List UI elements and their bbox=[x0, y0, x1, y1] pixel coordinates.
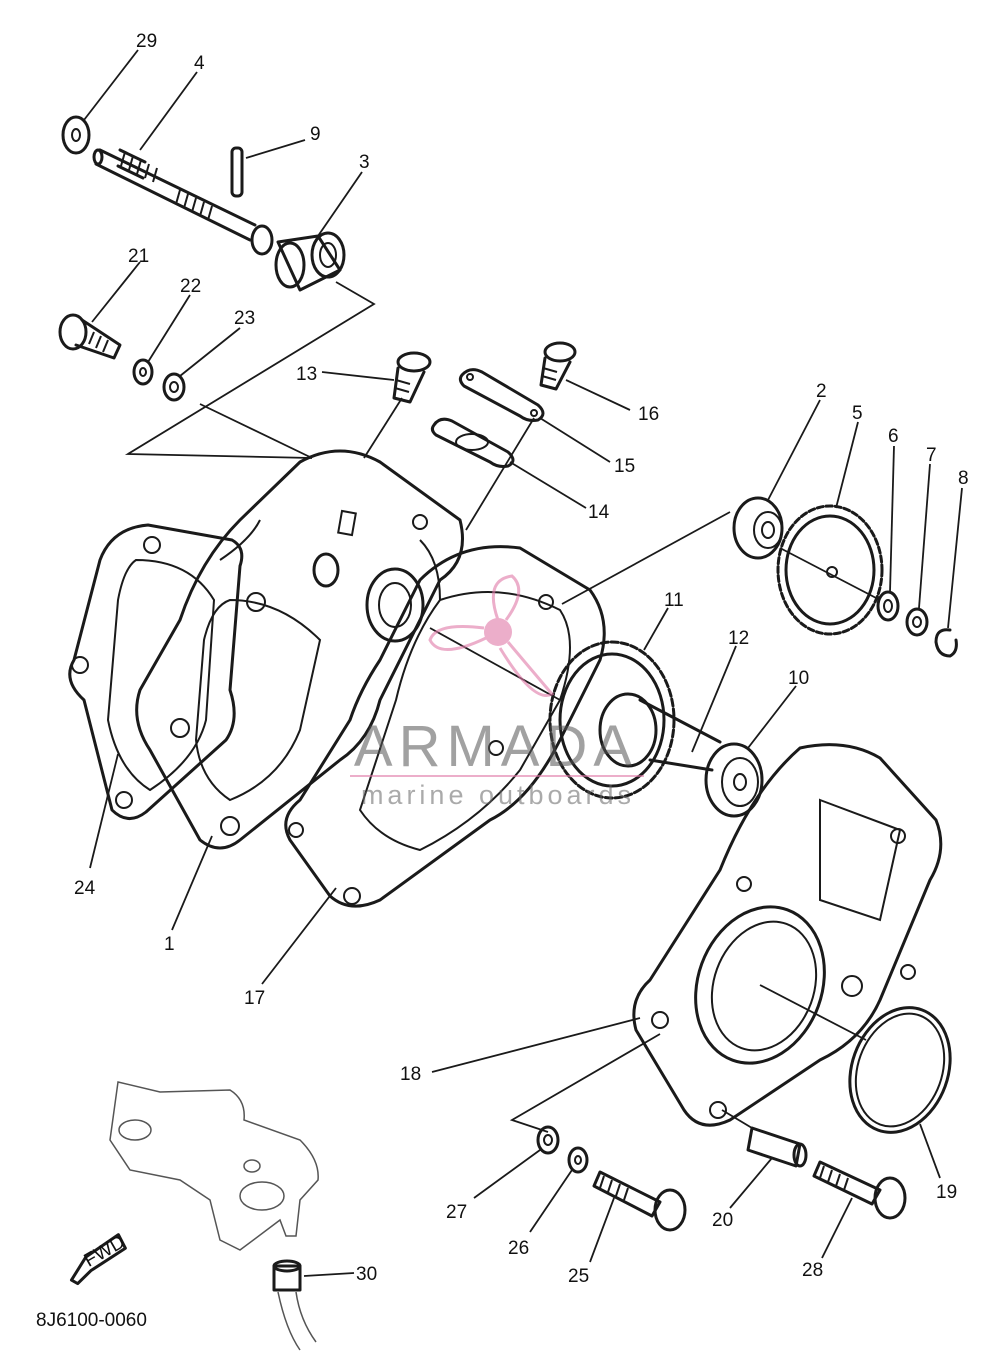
part-10-bearing bbox=[704, 742, 764, 818]
part-13-screw bbox=[392, 351, 432, 404]
part-7-washer bbox=[905, 607, 929, 637]
part-9-pin bbox=[230, 146, 244, 198]
part-26-washer bbox=[567, 1146, 589, 1174]
callout-20: 20 bbox=[712, 1210, 733, 1231]
part-4-shaft bbox=[92, 148, 274, 256]
part-21-bolt bbox=[58, 313, 122, 360]
propeller-logo-icon bbox=[428, 574, 555, 697]
callout-14: 14 bbox=[588, 502, 610, 523]
callout-21: 21 bbox=[128, 246, 149, 267]
callout-labels: 29 4 9 3 21 22 23 13 16 15 14 2 5 6 7 8 … bbox=[74, 31, 969, 1287]
diagram-code: 8J6100-0060 bbox=[36, 1310, 147, 1331]
callout-29: 29 bbox=[136, 31, 157, 52]
part-28-bolt bbox=[812, 1160, 907, 1220]
callout-8: 8 bbox=[958, 468, 969, 489]
part-23-washer bbox=[162, 372, 186, 402]
part-11-gear bbox=[548, 640, 676, 800]
callout-23: 23 bbox=[234, 308, 255, 329]
callout-13: 13 bbox=[296, 364, 317, 385]
callout-19: 19 bbox=[936, 1182, 957, 1203]
callout-4: 4 bbox=[194, 53, 205, 74]
part-12-shaft bbox=[598, 692, 722, 772]
fwd-label: FWD bbox=[81, 1232, 129, 1272]
callout-15: 15 bbox=[614, 456, 635, 477]
callout-26: 26 bbox=[508, 1238, 529, 1259]
leader-lines bbox=[83, 49, 963, 1277]
fwd-direction-arrow: FWD bbox=[69, 1232, 129, 1286]
callout-27: 27 bbox=[446, 1202, 467, 1223]
callout-12: 12 bbox=[728, 628, 749, 649]
callout-17: 17 bbox=[244, 988, 265, 1009]
part-2-bearing bbox=[732, 496, 784, 560]
part-19-oring bbox=[848, 1006, 952, 1134]
callout-24: 24 bbox=[74, 878, 96, 899]
part-16-screw bbox=[539, 341, 577, 391]
part-5-gear bbox=[776, 504, 884, 636]
part-8-circlip bbox=[934, 628, 958, 658]
engine-block-reference-outline bbox=[109, 1081, 319, 1351]
part-24-gasket bbox=[68, 523, 244, 820]
callout-11: 11 bbox=[664, 590, 684, 611]
part-1-housing bbox=[135, 449, 464, 850]
callout-5: 5 bbox=[852, 403, 863, 424]
part-6-washer bbox=[876, 590, 900, 622]
callout-2: 2 bbox=[816, 381, 827, 402]
part-30-fitting bbox=[272, 1259, 302, 1292]
watermark-subtitle: marine outboards bbox=[361, 780, 635, 810]
callout-9: 9 bbox=[310, 124, 321, 145]
part-25-bolt bbox=[592, 1170, 687, 1232]
callout-7: 7 bbox=[926, 445, 937, 466]
callout-1: 1 bbox=[164, 934, 175, 955]
part-27-washer bbox=[536, 1125, 560, 1155]
part-14-gasket bbox=[430, 417, 515, 468]
callout-28: 28 bbox=[802, 1260, 823, 1281]
callout-22: 22 bbox=[180, 276, 201, 297]
callout-18: 18 bbox=[400, 1064, 421, 1085]
part-22-washer bbox=[132, 358, 154, 386]
callout-10: 10 bbox=[788, 668, 809, 689]
part-15-plate bbox=[458, 368, 545, 422]
callout-25: 25 bbox=[568, 1266, 589, 1287]
callout-30: 30 bbox=[356, 1264, 377, 1285]
armada-watermark: ARMADA marine outboards bbox=[350, 574, 644, 810]
part-17-gasket bbox=[284, 545, 606, 908]
part-20-sleeve bbox=[746, 1126, 808, 1168]
part-29-washer bbox=[61, 115, 91, 155]
callout-16: 16 bbox=[638, 404, 659, 425]
watermark-title: ARMADA bbox=[354, 714, 638, 779]
part-3-bushing bbox=[274, 231, 346, 292]
callout-6: 6 bbox=[888, 426, 899, 447]
part-18-cover bbox=[632, 743, 943, 1127]
callout-3: 3 bbox=[359, 152, 370, 173]
